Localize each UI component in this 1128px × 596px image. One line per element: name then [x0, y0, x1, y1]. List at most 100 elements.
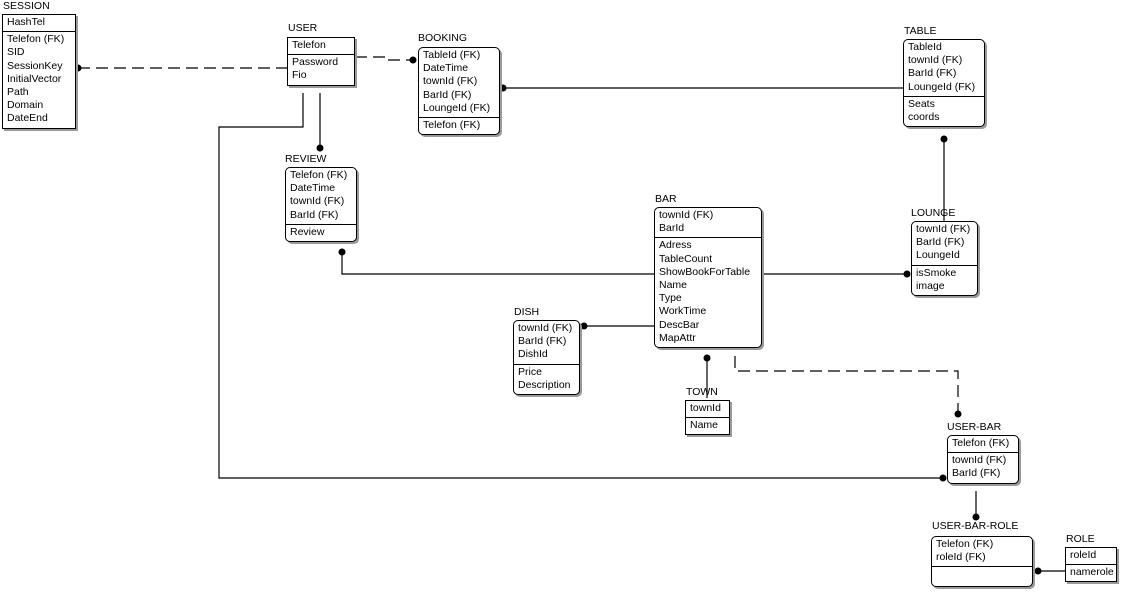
- entity-role-attrs: namerole: [1066, 564, 1116, 581]
- entity-attribute: Telefon (FK): [936, 538, 994, 550]
- entity-userbarrole[interactable]: Telefon (FK)roleId (FK): [931, 536, 1033, 588]
- entity-review-attrs: Review: [286, 223, 356, 241]
- rel-user-userbar-end: [939, 474, 947, 482]
- entity-booking-attrs: Telefon (FK): [419, 117, 499, 134]
- entity-attribute: coords: [908, 111, 940, 124]
- entity-attribute: isSmoke: [916, 266, 957, 279]
- entity-attribute: TableCount: [659, 252, 713, 265]
- entity-attribute: Telefon (FK): [290, 169, 348, 181]
- entity-attribute: LoungeId: [916, 249, 960, 262]
- entity-attribute: TableId: [908, 41, 942, 53]
- rel-bar-userbar-end: [954, 410, 962, 418]
- entity-title-booking: BOOKING: [418, 32, 468, 44]
- entity-attribute: Password: [292, 56, 339, 69]
- entity-attribute: DateEnd: [7, 112, 48, 125]
- entity-attribute: Name: [659, 279, 688, 292]
- entity-attribute: SessionKey: [7, 59, 63, 72]
- entity-attribute: DishId: [518, 348, 548, 361]
- entity-attribute: namerole: [1070, 566, 1114, 579]
- entity-title-lounge: LOUNGE: [911, 207, 956, 219]
- entity-userbar-attrs: townId (FK)BarId (FK): [948, 452, 1018, 482]
- entity-dish-key: townId (FK)BarId (FK)DishId: [514, 321, 579, 364]
- entity-attribute: DateTime: [423, 62, 469, 75]
- rel-user-userbar: [218, 93, 943, 479]
- entity-attribute: townId: [690, 402, 721, 414]
- entity-userbarrole-key: Telefon (FK)roleId (FK): [932, 537, 1032, 566]
- entity-attribute: image: [916, 279, 945, 292]
- entity-title-user: USER: [288, 22, 318, 34]
- entity-attribute: townId (FK): [423, 75, 478, 88]
- entity-title-town: TOWN: [686, 386, 718, 398]
- entity-title-userbar: USER-BAR: [947, 421, 1002, 433]
- entity-attribute: ShowBookForTable: [659, 265, 751, 278]
- entity-lounge-key: townId (FK)BarId (FK)LoungeId: [912, 222, 977, 265]
- entity-title-userbarrole: USER-BAR-ROLE: [932, 520, 1019, 532]
- entity-userbar-key: Telefon (FK): [948, 436, 1018, 452]
- rel-user-booking: [355, 56, 413, 61]
- entity-attribute: WorkTime: [659, 305, 707, 318]
- entity-attribute: Fio: [292, 69, 307, 82]
- entity-attribute: Price: [518, 365, 542, 378]
- rel-role-userbarrole-end: [1034, 567, 1042, 575]
- entity-attribute: Telefon: [292, 39, 326, 51]
- entity-title-review: REVIEW: [285, 153, 327, 165]
- entity-attribute: townId (FK): [518, 322, 573, 334]
- entity-town[interactable]: townId Name: [685, 400, 730, 436]
- entity-attribute: DateTime: [290, 182, 336, 195]
- entity-attribute: townId (FK): [952, 454, 1007, 467]
- rel-table-lounge-end: [940, 135, 948, 143]
- entity-title-table: TABLE: [904, 25, 937, 37]
- entity-attribute: Telefon (FK): [7, 33, 65, 46]
- rel-session-user-end: [74, 64, 82, 72]
- entity-attribute: roleId: [1070, 549, 1097, 561]
- entity-attribute: townId (FK): [290, 195, 345, 208]
- rel-bar-dish-end: [580, 322, 588, 330]
- entity-attribute: BarId (FK): [518, 335, 567, 348]
- entity-userbarrole-attrs: [932, 566, 1032, 586]
- entity-title-bar: BAR: [655, 193, 677, 205]
- rel-review-bar: [341, 252, 655, 275]
- entity-attribute: LoungeId (FK): [908, 80, 976, 93]
- rel-bar-lounge-end: [903, 270, 911, 278]
- rel-user-booking-end: [409, 56, 417, 64]
- entity-attribute: InitialVector: [7, 72, 62, 85]
- entity-attribute: Path: [7, 86, 29, 99]
- entity-attribute: BarId: [659, 222, 685, 235]
- entity-attribute: TableId (FK): [423, 49, 481, 61]
- entity-role[interactable]: roleId namerole: [1065, 547, 1117, 583]
- entity-title-session: SESSION: [3, 0, 50, 12]
- rel-review-bar-end: [338, 248, 346, 256]
- rel-booking-table-end: [499, 84, 507, 92]
- entity-attribute: BarId (FK): [290, 208, 339, 221]
- entity-attribute: Domain: [7, 99, 44, 112]
- entity-title-role: ROLE: [1066, 533, 1095, 545]
- entity-attribute: Adress: [659, 239, 692, 252]
- entity-attribute: DescBar: [659, 318, 700, 331]
- entity-attribute: townId (FK): [659, 209, 714, 221]
- entity-attribute: LoungeId (FK): [423, 101, 491, 114]
- rel-user-review-end: [316, 144, 324, 152]
- entity-userbar[interactable]: Telefon (FK) townId (FK)BarId (FK): [947, 435, 1019, 484]
- rel-bar-userbar: [734, 356, 959, 414]
- entity-attribute: Seats: [908, 97, 935, 110]
- entity-attribute: Description: [518, 378, 571, 391]
- entity-attribute: Telefon (FK): [952, 437, 1010, 449]
- entity-bar-key: townId (FK)BarId: [655, 208, 761, 237]
